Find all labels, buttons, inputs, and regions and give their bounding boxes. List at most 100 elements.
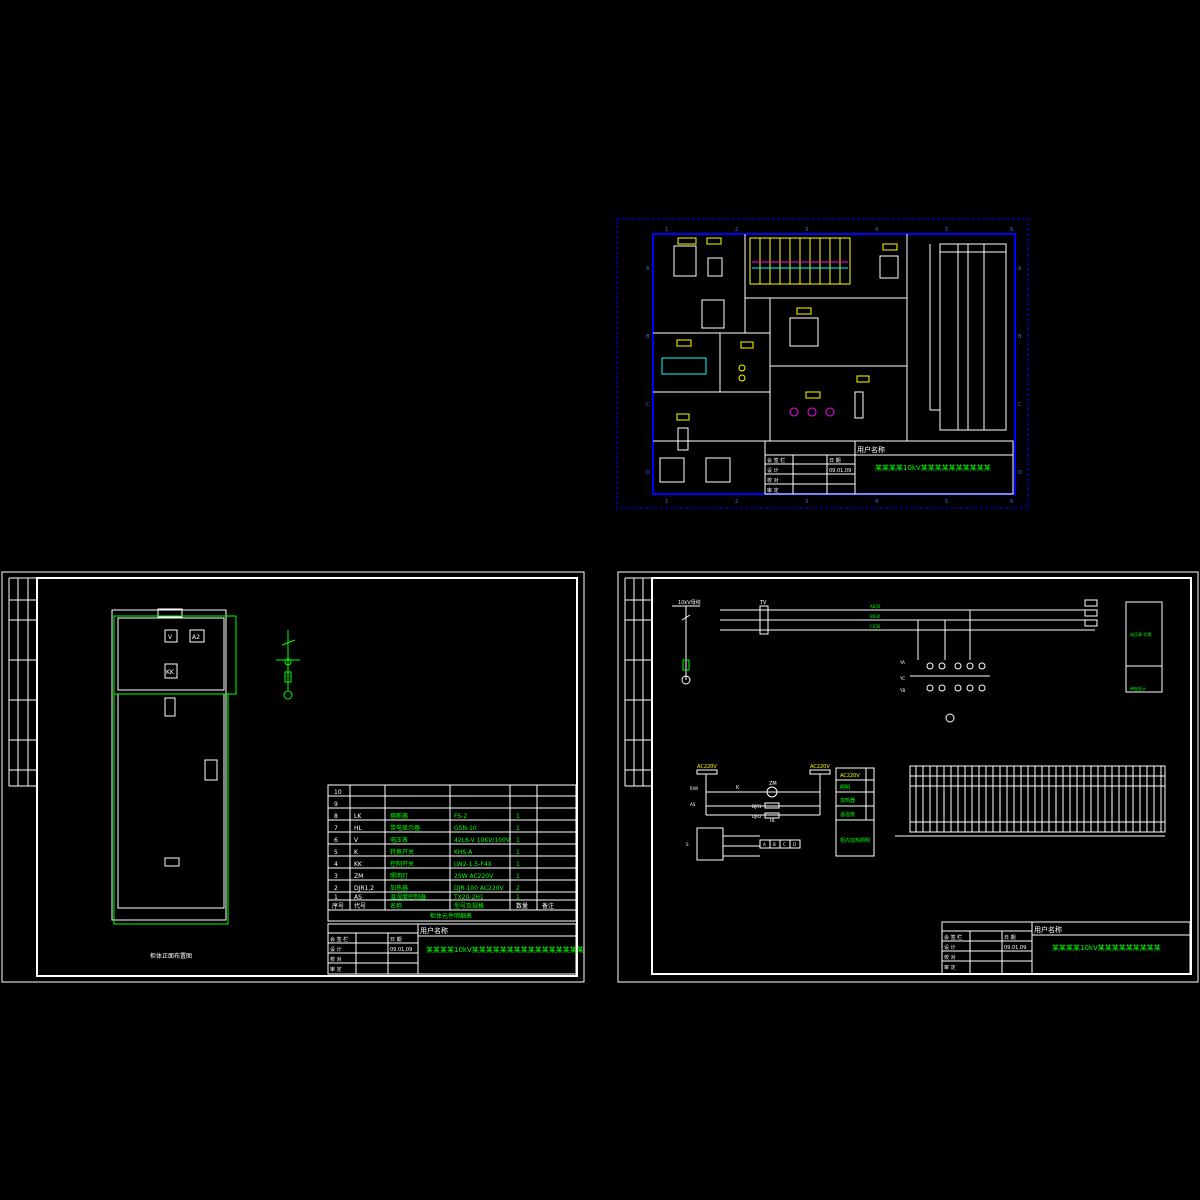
zone-letter: D <box>646 470 650 476</box>
zm-label: ZM <box>769 781 777 787</box>
abcd-label: A <box>763 842 766 847</box>
zone-letters: A B C D A B C D <box>646 266 1022 476</box>
sheet-right-outer-border <box>617 571 1199 983</box>
table-cell: 加热器 <box>390 884 408 892</box>
table-cell: 控制开关 <box>390 860 414 868</box>
table-cell: DJR1,2 <box>354 885 374 892</box>
sheet-left-outer-border <box>1 571 585 983</box>
k-label: K <box>736 785 740 791</box>
single-line-symbol <box>276 630 300 700</box>
table-cell: 熔断器 <box>390 812 408 820</box>
zone-letter: C <box>646 402 650 408</box>
title-row-label: 校 对 <box>944 954 956 961</box>
device-blocks <box>659 237 899 483</box>
incoming-label: 10kV母线 <box>678 599 701 606</box>
zone-letter: A <box>646 266 650 272</box>
title-block-left: 用户名称 会 签 栏 设 计 校 对 审 定 日 期 09.01.09 某某某某… <box>327 923 584 975</box>
title-row-label: 会 签 栏 <box>330 936 348 943</box>
table-row: 7 <box>334 825 338 832</box>
table-cell: 1 <box>516 873 520 880</box>
ac-label: AC220V <box>810 764 830 770</box>
zone-letter: B <box>646 334 650 340</box>
control-circuit: AC220V AC220V K ZM DJR1 DJR2 R/W AS S HL <box>686 764 831 861</box>
table-cell: 42L6-V 10KV/100V <box>454 837 511 844</box>
title-row-label: 校 对 <box>330 956 342 963</box>
sheet-left-inner-border <box>36 577 578 977</box>
side-box: 电压表-切换 带电显示 <box>1125 601 1163 693</box>
drawing-title: 某某某某10kV某某某某某某某某某 <box>1052 944 1161 952</box>
abcd-label: D <box>793 842 796 847</box>
title-row-value: 09.01.09 <box>1004 945 1026 951</box>
zone-number: 2 <box>735 227 738 233</box>
zone-letter: D <box>1018 470 1022 476</box>
table-cell: DJR-100 AC220V <box>454 885 504 892</box>
sheet-top-outer-border <box>616 218 1029 509</box>
terminal-strip-top <box>749 237 851 285</box>
table-row: 1 <box>334 894 338 901</box>
legend-box: AC220V 照明 加热器 温湿度 柜内加热照明 <box>835 767 875 857</box>
title-row-value: 日 期 <box>1004 935 1016 941</box>
title-row-label: 校 对 <box>767 477 779 484</box>
compartment-lines <box>653 234 908 442</box>
drawing-title: 某某某某10kV某某某某某某某某某某某某某某某某 <box>426 946 584 954</box>
table-cell: 电压表 <box>390 836 408 844</box>
heater-label: DJR1 <box>752 804 762 809</box>
zone-number: 4 <box>875 499 878 505</box>
table-cell: 1 <box>516 825 520 832</box>
meter-a-label: A2 <box>192 634 200 641</box>
title-row-value: 09.01.09 <box>829 468 851 474</box>
title-row-label: 设 计 <box>944 944 956 951</box>
table-row: 10 <box>334 789 342 796</box>
title-block-top: 用户名称 会 签 栏 设 计 校 对 审 定 日 期 09.01.09 某某某某… <box>764 440 1014 495</box>
rw-label: R/W <box>690 786 698 791</box>
table-header: 数量 <box>516 902 528 910</box>
user-name-label: 用户名称 <box>1034 925 1062 934</box>
table-row: 2 <box>334 885 338 892</box>
zone-number: 5 <box>945 227 948 233</box>
table-cell: HL <box>354 825 363 832</box>
zone-number: 3 <box>805 227 808 233</box>
front-view-caption: 柜体正面布置图 <box>150 952 192 960</box>
legend-item: 加热器 <box>840 797 855 804</box>
zone-letter: A <box>1018 266 1022 272</box>
as-label: AS <box>690 802 696 807</box>
ac-label: AC220V <box>697 764 717 770</box>
zone-number: 1 <box>665 227 668 233</box>
parts-table: 10 9 8 LK 熔断器 FS-2 1 7 HL 带电显示器 GSN-10 1… <box>327 784 577 922</box>
drawing-title: 某某某某10kV某某某某某某某某某某 <box>875 464 991 472</box>
table-cell: 1 <box>516 813 520 820</box>
zone-number: 1 <box>665 499 668 505</box>
table-cell: V <box>354 837 359 844</box>
table-cell: ZM <box>354 873 363 880</box>
table-cell: LW2-1.5-F4X <box>454 861 492 868</box>
zone-numbers-top: 1 2 3 4 5 6 <box>665 227 1013 233</box>
zone-numbers-bottom: 1 2 3 4 5 6 <box>665 499 1013 505</box>
title-row-label: 会 签 栏 <box>944 934 962 941</box>
legend-item: 照明 <box>840 785 850 791</box>
title-row-value: 日 期 <box>390 937 402 943</box>
sheet-right-inner-border <box>651 577 1192 975</box>
title-row-label: 设 计 <box>330 946 342 953</box>
sheet-left: V A2 KK 柜体正面布置图 <box>1 571 585 983</box>
table-row: 5 <box>334 849 338 856</box>
title-row-label: 会 签 栏 <box>767 457 785 464</box>
zone-number: 5 <box>945 499 948 505</box>
left-margin-grid <box>8 577 37 787</box>
table-cell: 带电显示器 <box>390 824 420 832</box>
sheet-right: 10kV母线 TV A630 B630 C630 YA Y <box>617 571 1199 983</box>
table-cell: FS-2 <box>454 813 467 820</box>
zone-number: 6 <box>1010 227 1013 233</box>
bus-label: B630 <box>870 614 881 619</box>
cabinet-front: V A2 KK 柜体正面布置图 <box>111 608 237 960</box>
table-header: 名称 <box>390 902 402 910</box>
legend-item: 温湿度 <box>840 811 855 818</box>
zone-letter: C <box>1018 402 1022 408</box>
table-cell: 1 <box>516 894 520 901</box>
bus-label: A630 <box>870 604 881 609</box>
s-label: S <box>686 842 689 847</box>
table-cell: KHS-A <box>454 849 473 856</box>
title-row-label: 审 定 <box>767 487 779 494</box>
sheet-top: 1 2 3 4 5 6 1 2 3 4 5 6 A B C D A B C D <box>616 218 1029 509</box>
title-row-label: 审 定 <box>330 966 342 973</box>
phase-label: YA <box>899 660 905 665</box>
